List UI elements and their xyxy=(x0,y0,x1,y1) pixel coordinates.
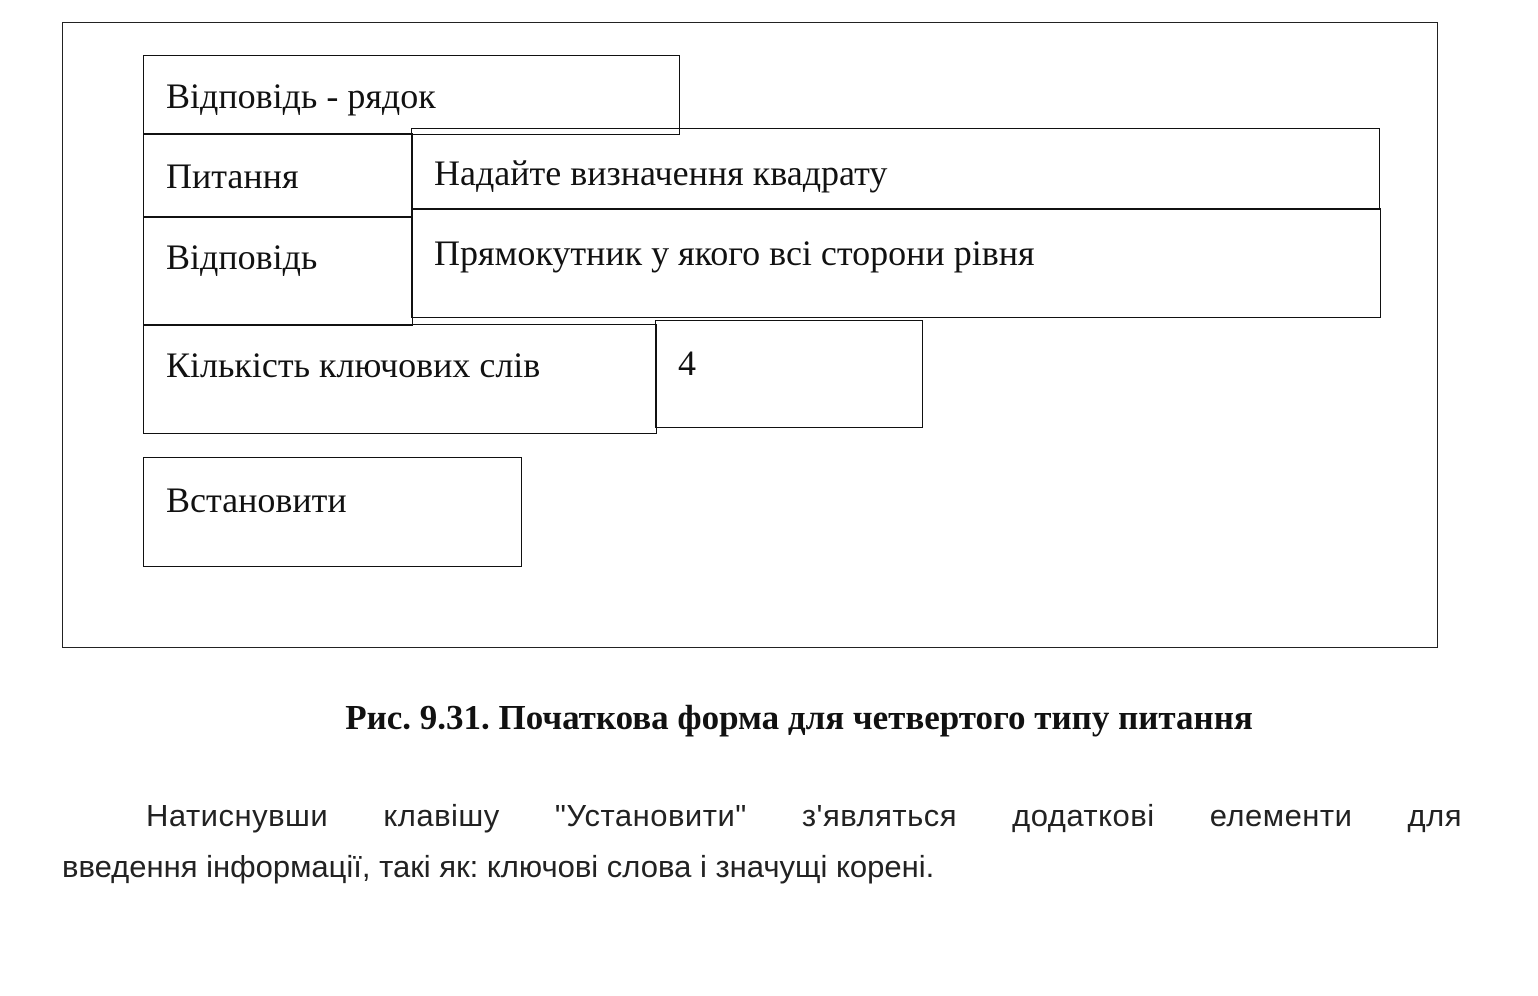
answer-value: Прямокутник у якого всі сторони рівня xyxy=(434,233,1035,273)
set-button-label: Встановити xyxy=(166,480,347,520)
question-label-cell: Питання xyxy=(143,133,413,218)
question-label: Питання xyxy=(166,156,299,196)
answer-type-label: Відповідь - рядок xyxy=(166,76,436,116)
paragraph-line-2: введення інформації, такі як: ключові сл… xyxy=(62,849,935,884)
keywords-count-label: Кількість ключових слів xyxy=(166,345,541,385)
question-input[interactable]: Надайте визначення квадрату xyxy=(411,128,1380,210)
answer-label-cell: Відповідь xyxy=(143,216,413,326)
set-button[interactable]: Встановити xyxy=(143,457,522,567)
keywords-count-input[interactable]: 4 xyxy=(655,320,923,428)
figure-caption: Рис. 9.31. Початкова форма для четвертог… xyxy=(345,698,1253,737)
paragraph-line-1: Натиснувши клавішу "Установити" з'являть… xyxy=(146,798,1462,833)
form-frame xyxy=(62,22,1438,648)
answer-type-field[interactable]: Відповідь - рядок xyxy=(143,55,680,135)
answer-input[interactable]: Прямокутник у якого всі сторони рівня xyxy=(411,208,1381,318)
answer-label: Відповідь xyxy=(166,237,318,277)
question-value: Надайте визначення квадрату xyxy=(434,153,888,193)
keywords-count-value: 4 xyxy=(678,343,696,383)
keywords-count-label-cell: Кількість ключових слів xyxy=(143,324,657,434)
body-paragraph: Натиснувши клавішу "Установити" з'являть… xyxy=(62,790,1462,892)
